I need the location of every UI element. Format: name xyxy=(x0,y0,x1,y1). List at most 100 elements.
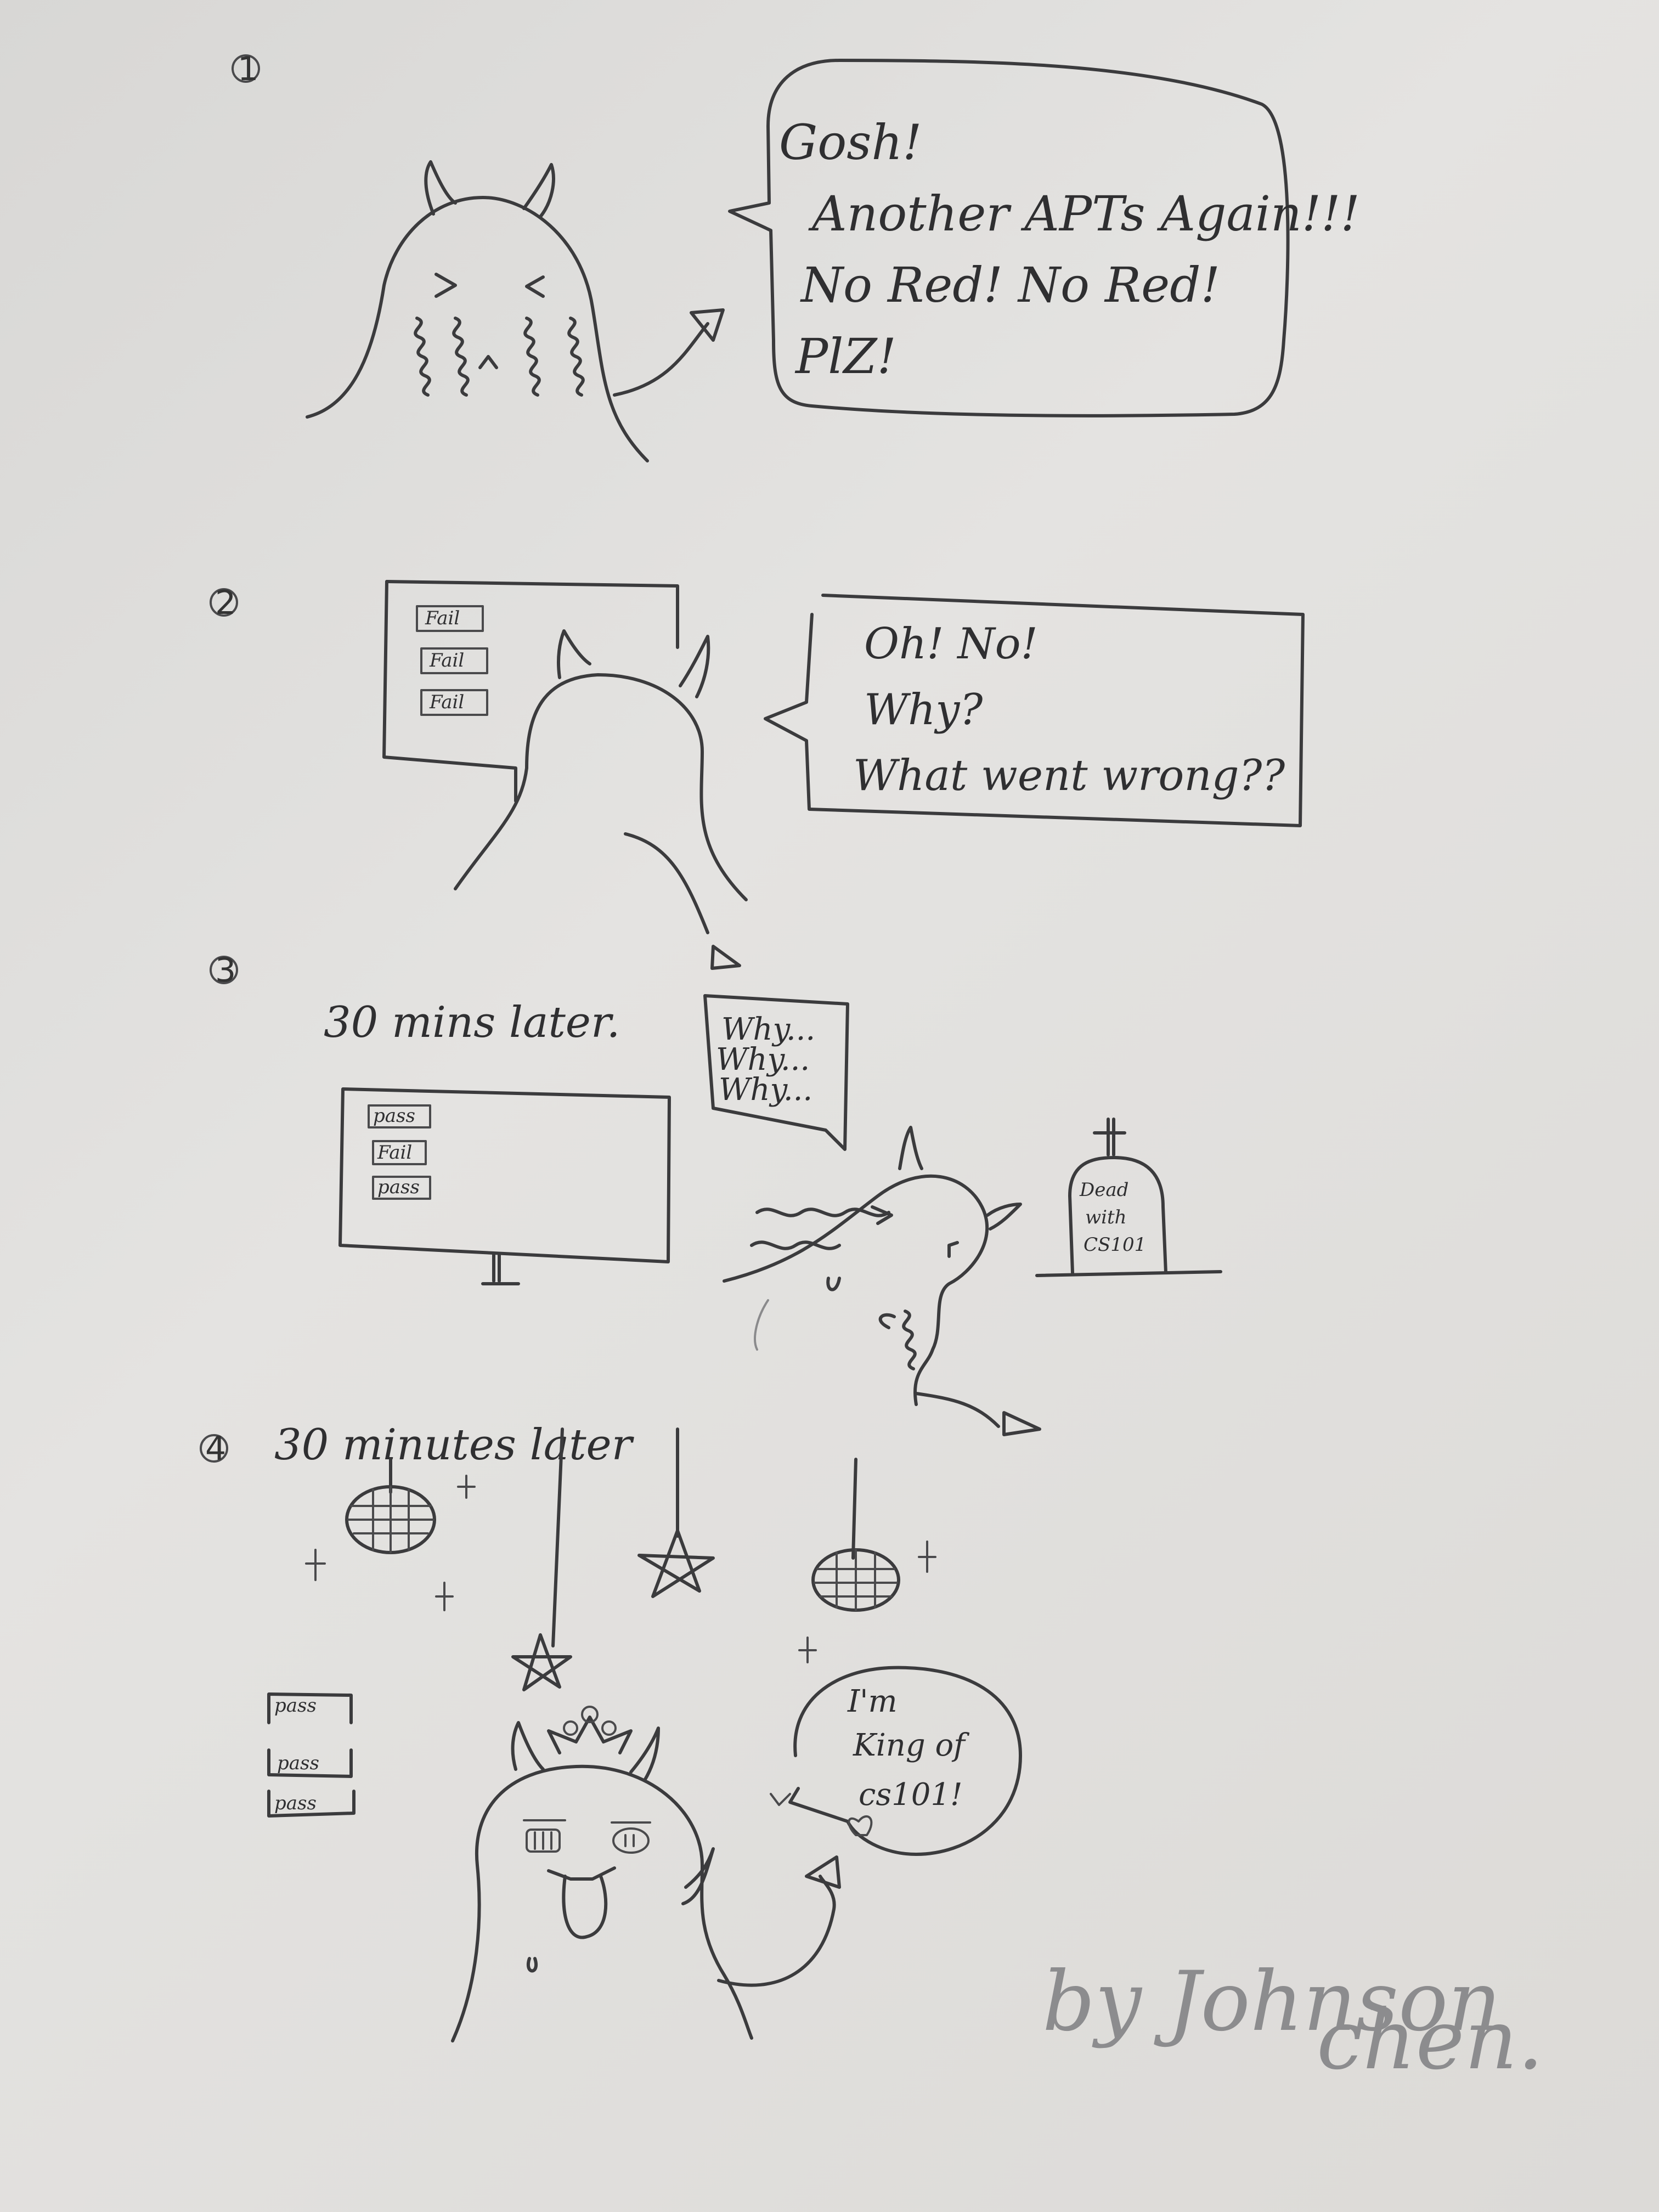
panel-caption: 30 mins later. xyxy=(324,998,620,1047)
devil-horn-left xyxy=(557,629,591,679)
hanging-string xyxy=(851,1458,857,1560)
devil-tail-tip xyxy=(690,308,725,342)
devil-fang xyxy=(547,1866,616,1881)
sparkle-icon xyxy=(918,1541,936,1573)
devil-body-fallen xyxy=(723,1174,989,1406)
panel-1-number: 1 xyxy=(238,50,258,88)
pass-tag xyxy=(267,1790,356,1818)
panel-2: 2 Fail Fail Fail Oh! No! Why? What went … xyxy=(210,580,1305,970)
fail-tag xyxy=(420,647,488,674)
bubble-line: Gosh! xyxy=(779,114,922,171)
fail-tag xyxy=(416,605,484,632)
sparkle-icon xyxy=(798,1637,817,1663)
disco-ball-icon xyxy=(345,1485,436,1554)
star-icon xyxy=(637,1529,715,1598)
disco-ball-icon xyxy=(811,1548,900,1612)
sparkle-icon xyxy=(457,1475,476,1499)
tear-squiggle xyxy=(523,317,541,397)
devil-horn xyxy=(898,1126,923,1170)
monitor-stand xyxy=(481,1252,520,1285)
bubble-line: cs101! xyxy=(859,1777,963,1813)
tombstone xyxy=(1068,1156,1167,1274)
devil-tail-tip xyxy=(710,945,741,970)
devil-eye-left xyxy=(435,273,457,298)
screen-tag-text: Fail xyxy=(377,1142,412,1164)
devil-mouth xyxy=(826,1277,841,1291)
devil-tail-tip xyxy=(1002,1411,1041,1436)
tear-squiggle xyxy=(902,1310,917,1370)
devil-nose xyxy=(478,355,498,369)
devil-eye xyxy=(947,1241,959,1258)
bubble-line: Oh! No! xyxy=(864,619,1038,669)
tag-text: pass xyxy=(277,1752,319,1774)
devil-eye-right xyxy=(611,1821,651,1854)
bubble-line: No Red! No Red! xyxy=(800,257,1220,313)
stink-line xyxy=(750,1240,841,1250)
bubble-line: King of xyxy=(853,1728,970,1763)
tombstone-text: with xyxy=(1085,1206,1127,1228)
devil-horn-right xyxy=(629,1726,660,1782)
devil-eye xyxy=(871,1205,893,1225)
bubble-line: PlZ! xyxy=(794,328,896,385)
signature-line: chen. xyxy=(1317,1993,1544,2088)
devil-horn-left xyxy=(424,160,457,216)
panel-number-circle xyxy=(200,1434,228,1463)
hanging-string xyxy=(551,1427,564,1647)
tombstone-text: CS101 xyxy=(1084,1234,1146,1256)
devil-eye-right xyxy=(525,275,545,298)
devil-back xyxy=(454,673,748,901)
devil-eye-left xyxy=(523,1819,566,1853)
bubble-line: Why... xyxy=(716,1042,810,1077)
devil-horn-left xyxy=(511,1721,545,1771)
bubble-line: Why... xyxy=(721,1012,815,1047)
tag-text: pass xyxy=(274,1695,317,1717)
panel-number-circle xyxy=(232,54,260,83)
bubble-line: I'm xyxy=(847,1684,898,1719)
pass-tag xyxy=(267,1692,353,1724)
monitor-frame xyxy=(382,580,517,803)
devil-mouth xyxy=(562,1875,608,1939)
devil-body xyxy=(306,196,649,462)
panel-3: 3 30 mins later. pass Fail pass Why... W… xyxy=(210,951,1222,1436)
bubble-line: Why... xyxy=(719,1072,812,1108)
pass-tag xyxy=(372,1176,431,1200)
devil-tail-tip xyxy=(805,1855,841,1889)
speech-bubble xyxy=(788,1666,1022,1856)
devil-tail xyxy=(915,1392,1000,1428)
screen-tag-text: pass xyxy=(377,1176,420,1198)
bubble-tail-mark xyxy=(770,1793,791,1806)
fail-tag xyxy=(372,1140,427,1165)
speech-bubble xyxy=(764,594,1305,827)
panel-2-number: 2 xyxy=(215,584,236,622)
devil-tail xyxy=(613,322,709,397)
panel-1: 1 Gosh! Another APTs Again!!! No Red! No… xyxy=(232,50,1360,462)
tear-squiggle xyxy=(414,317,431,397)
sparkle-icon xyxy=(305,1549,326,1581)
cross-icon xyxy=(1093,1118,1126,1156)
devil-body xyxy=(451,1764,753,2042)
screen-tag-text: Fail xyxy=(429,691,464,713)
bubble-line: Why? xyxy=(864,685,983,735)
screen-tag-text: Fail xyxy=(429,650,464,672)
monitor-frame xyxy=(338,1087,671,1263)
sparkle-icon xyxy=(435,1582,454,1611)
devil-tail xyxy=(624,832,709,934)
star-icon xyxy=(511,1633,572,1691)
pencil-mark xyxy=(754,1299,769,1351)
bubble-line: Another APTs Again!!! xyxy=(808,185,1360,242)
pass-tag xyxy=(368,1104,431,1128)
devil-hand xyxy=(527,1957,538,1973)
tear-squiggle xyxy=(452,317,470,397)
signature: by Johnson chen. xyxy=(1042,1954,1544,2088)
panel-4-number: 4 xyxy=(205,1430,226,1468)
speech-bubble xyxy=(703,994,849,1151)
heart-icon xyxy=(848,1815,873,1836)
devil-ear xyxy=(681,1847,715,1905)
devil-tail xyxy=(717,1875,836,1987)
devil-horn-right xyxy=(522,163,555,218)
signature-line: by Johnson xyxy=(1042,1954,1501,2050)
pass-tag xyxy=(267,1748,353,1778)
ground-line xyxy=(1035,1270,1222,1277)
devil-hand xyxy=(878,1313,896,1329)
